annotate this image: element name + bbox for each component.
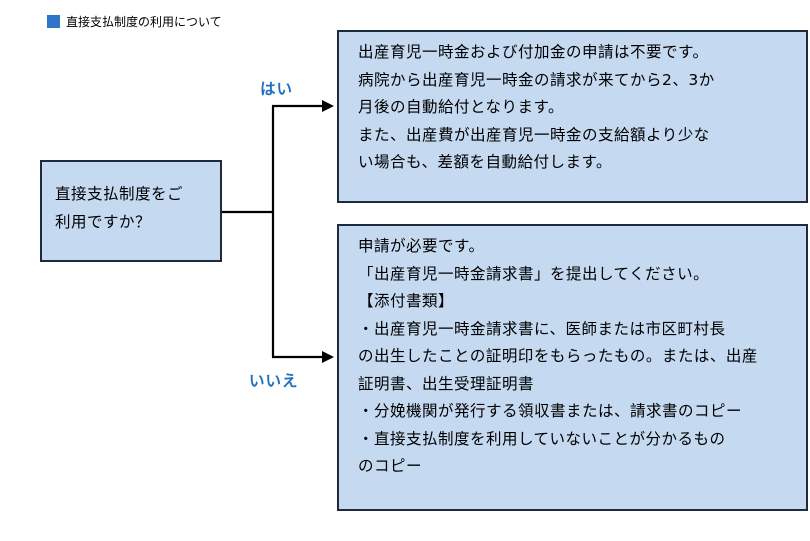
no-result-line: 証明書、出生受理証明書 (358, 374, 535, 393)
no-result-line: 【添付書類】 (358, 292, 455, 310)
no-result-line: の出生したことの証明印をもらったもの。または、出産 (358, 347, 758, 365)
question-box: 直接支払制度をご 利用ですか？ (40, 160, 222, 262)
no-result-line: 申請が必要です。 (358, 237, 485, 255)
arrowhead-yes-icon (322, 100, 334, 112)
heading-text: 直接支払制度の利用について (66, 14, 222, 29)
yes-result-box: 出産育児一時金および付加金の申請は不要です。 病院から出産育児一時金の請求が来て… (337, 30, 808, 203)
page-heading: 直接支払制度の利用について (47, 12, 222, 30)
no-result-line: のコピー (358, 457, 423, 475)
arrowhead-no-icon (322, 351, 334, 363)
no-result-line: ・直接支払制度を利用していないことが分かるもの (358, 429, 726, 448)
no-result-box: 申請が必要です。 「出産育児一時金請求書」を提出してください。 【添付書類】 ・… (337, 224, 808, 511)
yes-result-line: 病院から出産育児一時金の請求が来てから2、3か (358, 70, 715, 89)
branch-label-yes: はい (260, 80, 294, 98)
question-line: 利用ですか？ (55, 212, 152, 231)
heading-square-icon (47, 14, 60, 28)
no-result-line: ・出産育児一時金請求書に、医師または市区町村長 (358, 319, 726, 338)
no-result-line: ・分娩機関が発行する領収書または、請求書のコピー (358, 402, 743, 420)
question-line: 直接支払制度をご (55, 185, 184, 203)
branch-label-no: いいえ (249, 372, 299, 390)
yes-result-line: また、出産費が出産育児一時金の支給額より少な (358, 125, 710, 144)
yes-result-line: い場合も、差額を自動給付します。 (358, 153, 612, 171)
no-result-line: 「出産育児一時金請求書」を提出してください。 (358, 264, 710, 283)
yes-result-line: 出産育児一時金および付加金の申請は不要です。 (358, 43, 709, 61)
yes-result-line: 月後の自動給付となります。 (358, 98, 564, 116)
